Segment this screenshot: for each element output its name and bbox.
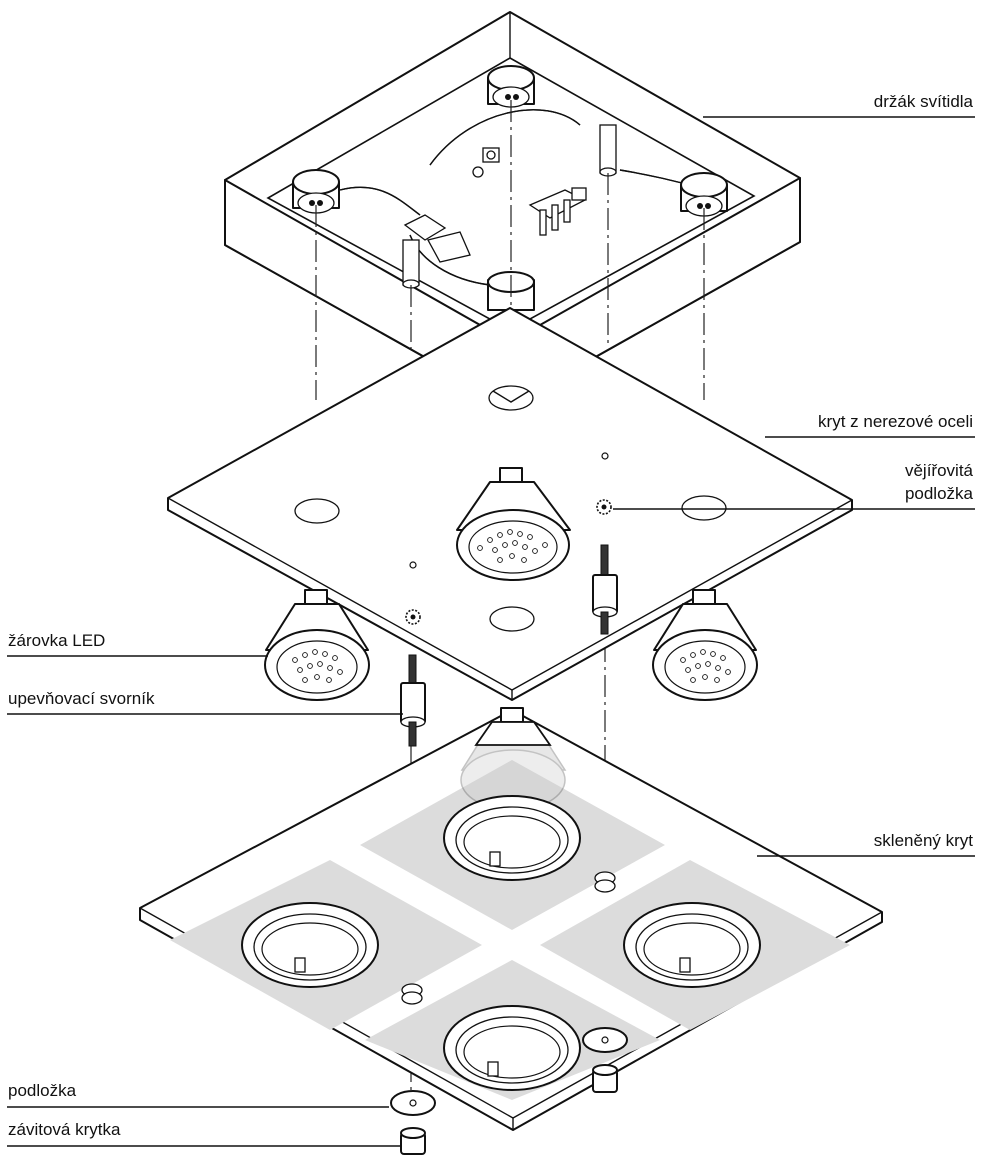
socket-right: [680, 172, 728, 217]
label-fixing-bolt: upevňovací svorník: [8, 689, 155, 708]
label-washer: podložka: [8, 1081, 77, 1100]
lamp-ring-top: [443, 795, 581, 881]
label-thread-cap: závitová krytka: [8, 1120, 121, 1139]
lamp-ring-left: [241, 902, 379, 988]
label-led-bulb: žárovka LED: [8, 631, 106, 650]
label-steel-cover: kryt z nerezové oceli: [818, 412, 973, 431]
label-holder: držák svítidla: [873, 92, 973, 111]
socket-top: [487, 65, 535, 108]
leader-lines: [7, 116, 975, 1147]
glass-cover: [139, 707, 883, 1131]
fan-washer-right: [596, 452, 612, 515]
lamp-ring-bottom: [443, 1005, 581, 1091]
washer-left: [390, 1090, 436, 1116]
led-bulb-left: [264, 589, 370, 701]
socket-left: [292, 169, 340, 214]
fan-washer-left: [405, 561, 421, 625]
washer-right: [582, 1027, 628, 1053]
fixing-bolt-left: [400, 654, 426, 747]
led-bulb-center: [456, 467, 571, 581]
thread-cap-left: [400, 1127, 426, 1155]
fixing-bolt-right: [592, 544, 618, 635]
label-glass-cover: skleněný kryt: [873, 831, 973, 850]
led-bulb-right: [652, 589, 758, 701]
label-fan-washer-line1: vějířovitá: [904, 461, 973, 480]
thread-cap-right: [592, 1064, 618, 1093]
label-fan-washer-line2: podložka: [904, 484, 973, 503]
lamp-ring-right: [623, 902, 761, 988]
